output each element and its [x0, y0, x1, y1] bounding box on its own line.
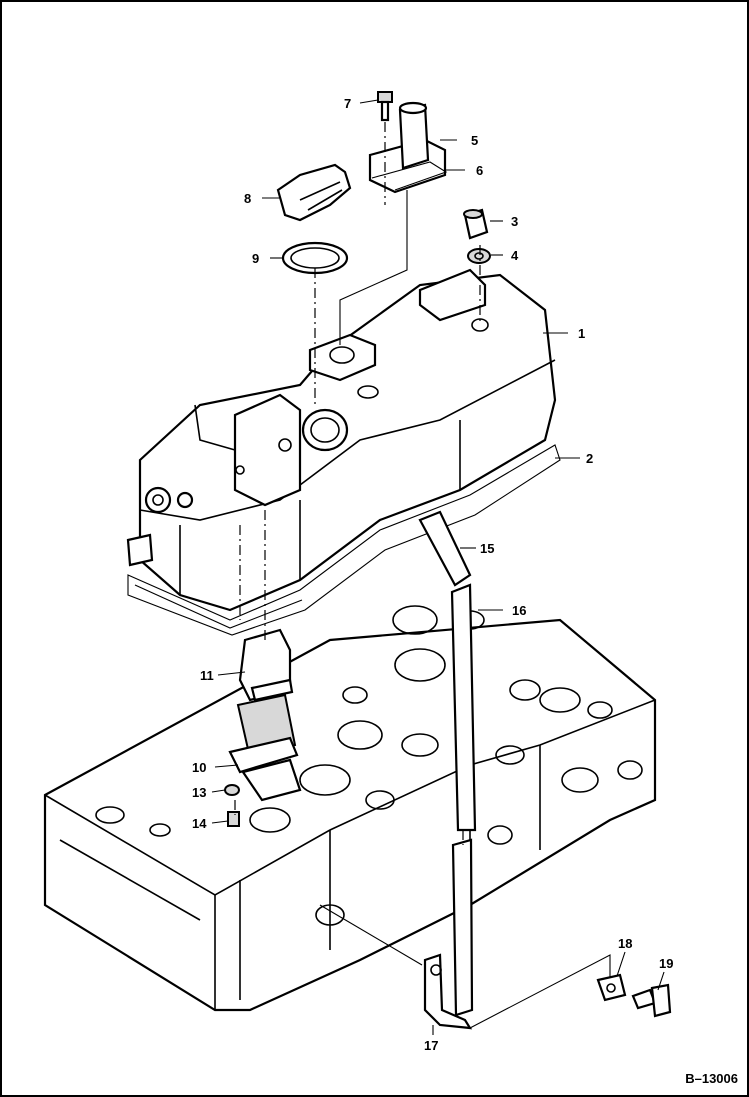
callout-labels: 1 2 3 4 5 6 7 8 9 10 11 13 14 15 16 17 1… [192, 96, 673, 1053]
callout-2: 2 [586, 451, 593, 466]
seal-washer [467, 248, 491, 264]
callout-7: 7 [344, 96, 351, 111]
valve-cover [126, 268, 557, 612]
callout-13: 13 [192, 785, 206, 800]
assembly-lines [234, 122, 611, 1029]
callout-6: 6 [476, 163, 483, 178]
callout-18: 18 [618, 936, 632, 951]
figure-id: B–13006 [685, 1071, 738, 1086]
callout-14: 14 [192, 816, 207, 831]
breather-hoses [418, 510, 477, 1017]
bolt [377, 91, 393, 122]
callout-8: 8 [244, 191, 251, 206]
hose-clamp-bracket [423, 953, 672, 1030]
valve-cover-gasket [127, 444, 561, 636]
cylinder-head [43, 605, 657, 1012]
breather-element [224, 628, 302, 827]
nut-cap [463, 208, 489, 240]
callout-4: 4 [511, 248, 519, 263]
leader-lines [211, 99, 665, 1035]
callout-1: 1 [578, 326, 585, 341]
callout-3: 3 [511, 214, 518, 229]
callout-17: 17 [424, 1038, 438, 1053]
callout-10: 10 [192, 760, 206, 775]
callout-16: 16 [512, 603, 526, 618]
oil-fill-adapter [368, 101, 448, 194]
seal-washer-hole [474, 252, 484, 260]
callout-15: 15 [480, 541, 494, 556]
callout-9: 9 [252, 251, 259, 266]
callout-11: 11 [200, 668, 214, 683]
callout-5: 5 [471, 133, 478, 148]
filler-cap [276, 163, 352, 222]
callout-19: 19 [659, 956, 673, 971]
